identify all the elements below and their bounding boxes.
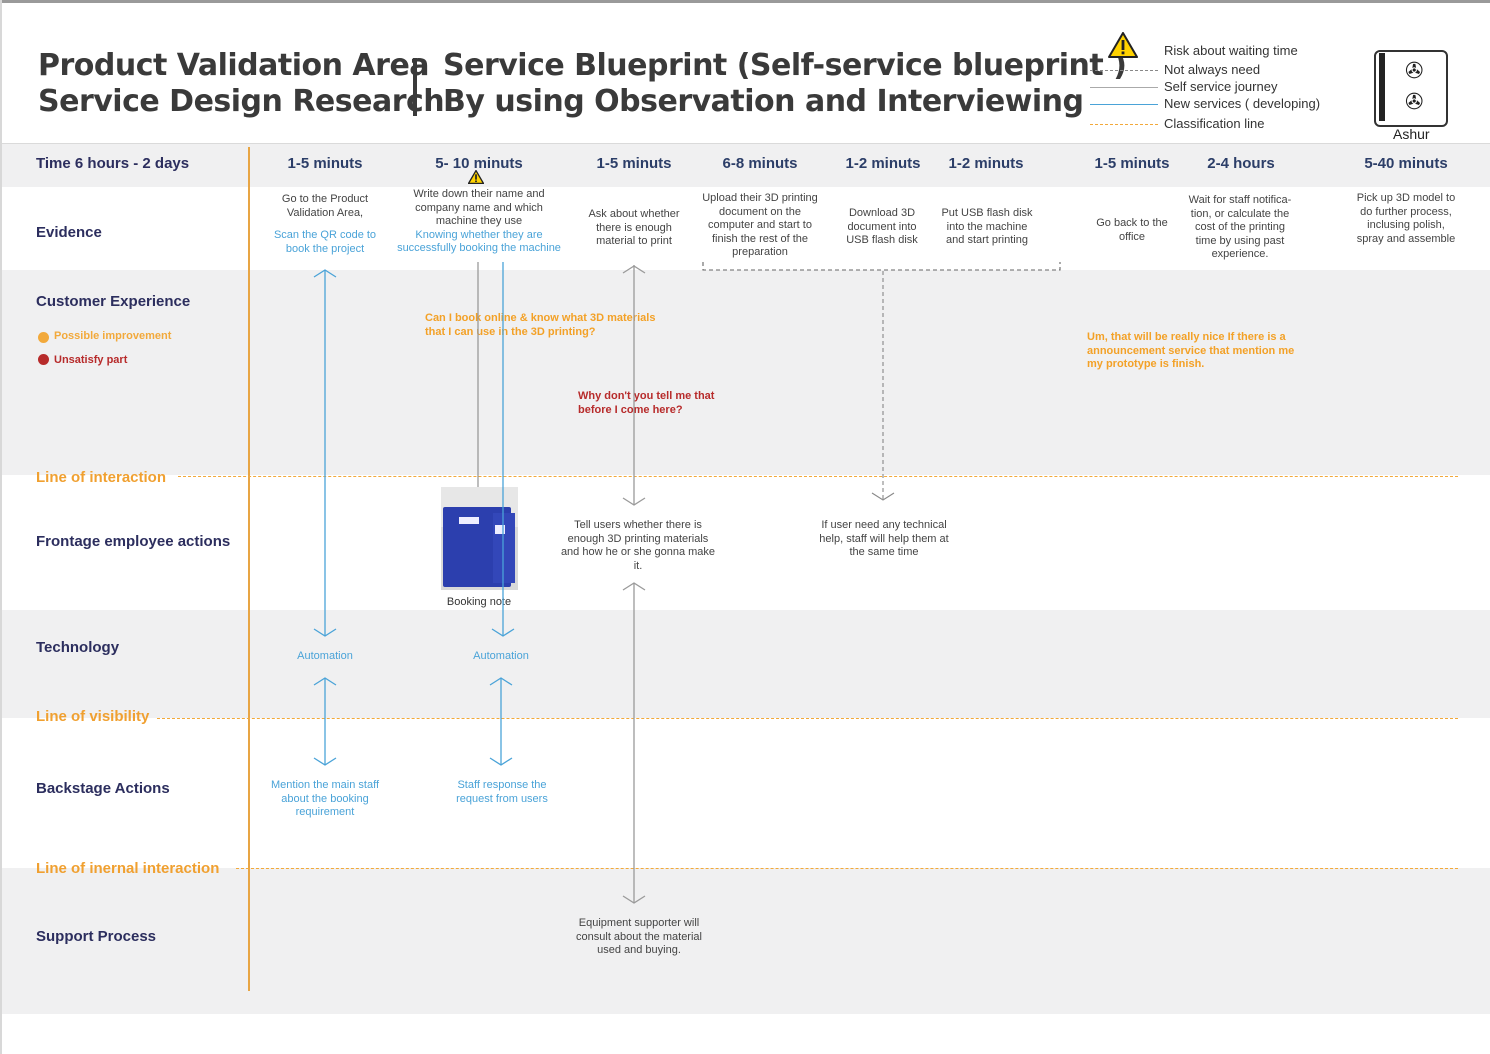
possible-improvement-label: Possible improvement [54, 330, 172, 342]
evidence-cell-1: Go to the Product Validation Area, Scan … [265, 193, 385, 256]
support-cell-3: Equipment supporter will consult about t… [576, 917, 702, 956]
legend-new-services-label: New services ( developing) [1164, 96, 1321, 111]
logo [1374, 50, 1448, 127]
evidence-cell-7: Go back to the office [1096, 217, 1168, 243]
customer-quote-complaint: Why don't you tell me that before I come… [578, 390, 715, 416]
evidence-cell-2: Write down their name and company name a… [389, 188, 569, 256]
title-right-line-1: Service Blueprint (Self-service blueprin… [443, 48, 1127, 83]
frontage-cell-3: Tell users whether there is enough 3D pr… [560, 519, 716, 572]
evidence-cell-1-text: Go to the Product Validation Area, [281, 193, 369, 219]
evidence-cell-8: Wait for staff notifica-tion, or calcula… [1188, 194, 1292, 260]
time-col-5: 1-2 minuts [845, 155, 921, 172]
backstage-label: Backstage Actions [36, 780, 170, 797]
unsatisfy-part-dot [38, 354, 49, 365]
customer-quote-announcement: Um, that will be really nice If there is… [1087, 331, 1295, 370]
evidence-cell-5: Download 3D document into USB flash disk [846, 207, 918, 246]
technology-cell-2: Automation [473, 650, 529, 662]
line-of-interaction [178, 476, 1458, 477]
time-col-9: 5-40 minuts [1364, 155, 1448, 172]
warning-icon [1108, 32, 1138, 58]
title-separator [413, 58, 417, 116]
fan-icon: ✇ [1405, 58, 1424, 83]
line-of-visibility [157, 718, 1458, 719]
photo-label [459, 517, 479, 524]
time-band-divider [2, 143, 1490, 144]
backstage-cell-2: Staff response the request from users [456, 779, 548, 805]
evidence-cell-2-text: Write down their name and company name a… [413, 188, 545, 227]
time-col-7: 1-5 minuts [1094, 155, 1170, 172]
evidence-cell-6: Put USB flash disk into the machine and … [941, 207, 1033, 246]
support-label: Support Process [36, 928, 157, 945]
backstage-cell-1: Mention the main staff about the booking… [270, 779, 380, 818]
evidence-cell-3: Ask about whether there is enough materi… [588, 208, 680, 247]
evidence-cell-9: Pick up 3D model to do further process, … [1356, 192, 1456, 245]
time-col-1: 1-5 minuts [287, 155, 363, 172]
time-col-2: 5- 10 minuts [435, 155, 523, 172]
logo-name: Ashur [1393, 126, 1430, 142]
evidence-cell-4: Upload their 3D printing document on the… [702, 192, 818, 258]
legend-grey-line [1090, 87, 1158, 88]
customer-experience-label: Customer Experience [36, 293, 191, 310]
legend-dashed-grey-line [1090, 70, 1158, 71]
time-col-6: 1-2 minuts [948, 155, 1024, 172]
line-of-interaction-label: Line of interaction [36, 469, 167, 486]
time-col-8: 2-4 hours [1207, 155, 1275, 172]
warning-icon [468, 170, 484, 184]
legend-not-always-label: Not always need [1164, 62, 1261, 77]
booking-note-photo [441, 487, 518, 590]
line-internal-label: Line of inernal interaction [36, 860, 220, 877]
customer-band [2, 270, 1490, 475]
legend-classification-label: Classification line [1164, 116, 1265, 131]
technology-cell-1: Automation [297, 650, 353, 662]
time-col-3: 1-5 minuts [596, 155, 672, 172]
row-label-divider [248, 147, 250, 991]
possible-improvement-dot [38, 332, 49, 343]
unsatisfy-part-label: Unsatisfy part [54, 354, 128, 366]
time-col-4: 6-8 minuts [722, 155, 798, 172]
frontage-label: Frontage employee actions [36, 533, 231, 550]
support-band [2, 868, 1490, 1014]
left-border [0, 0, 2, 1054]
legend-blue-line [1090, 104, 1158, 105]
evidence-label: Evidence [36, 224, 102, 241]
line-of-visibility-label: Line of visibility [36, 708, 150, 725]
blue-connector-column-2 [489, 262, 515, 766]
evidence-cell-1-new-service: Scan the QR code to book the project [273, 229, 377, 255]
frontage-cell-5: If user need any technical help, staff w… [819, 519, 949, 558]
dashed-bracket-evidence [702, 262, 1061, 271]
legend-risk-label: Risk about waiting time [1164, 43, 1298, 58]
fan-icon: ✇ [1405, 89, 1424, 114]
legend-self-service-label: Self service journey [1164, 79, 1278, 94]
technology-band [2, 610, 1490, 718]
logo-bar [1379, 53, 1385, 121]
photo-label [495, 525, 505, 534]
top-border [0, 0, 1490, 3]
dashed-connector-column-5 [871, 271, 895, 501]
customer-quote-booking: Can I book online & know what 3D materia… [425, 312, 656, 338]
line-of-internal-interaction [236, 868, 1458, 869]
title-right-line-2: By using Observation and Interviewing [443, 84, 1084, 119]
blue-connector-column-1 [313, 269, 337, 766]
time-band [2, 143, 1490, 187]
title-left-line-1: Product Validation Area [38, 48, 430, 83]
technology-label: Technology [36, 639, 120, 656]
booking-note-caption: Booking note [446, 596, 512, 608]
time-row-label: Time 6 hours - 2 days [36, 155, 190, 172]
evidence-cell-2-new-service: Knowing whether they are successfully bo… [397, 228, 561, 255]
grey-connector-column-3 [622, 265, 646, 904]
title-left-line-2: Service Design Research [38, 84, 445, 119]
legend-orange-dashed-line [1090, 124, 1158, 125]
